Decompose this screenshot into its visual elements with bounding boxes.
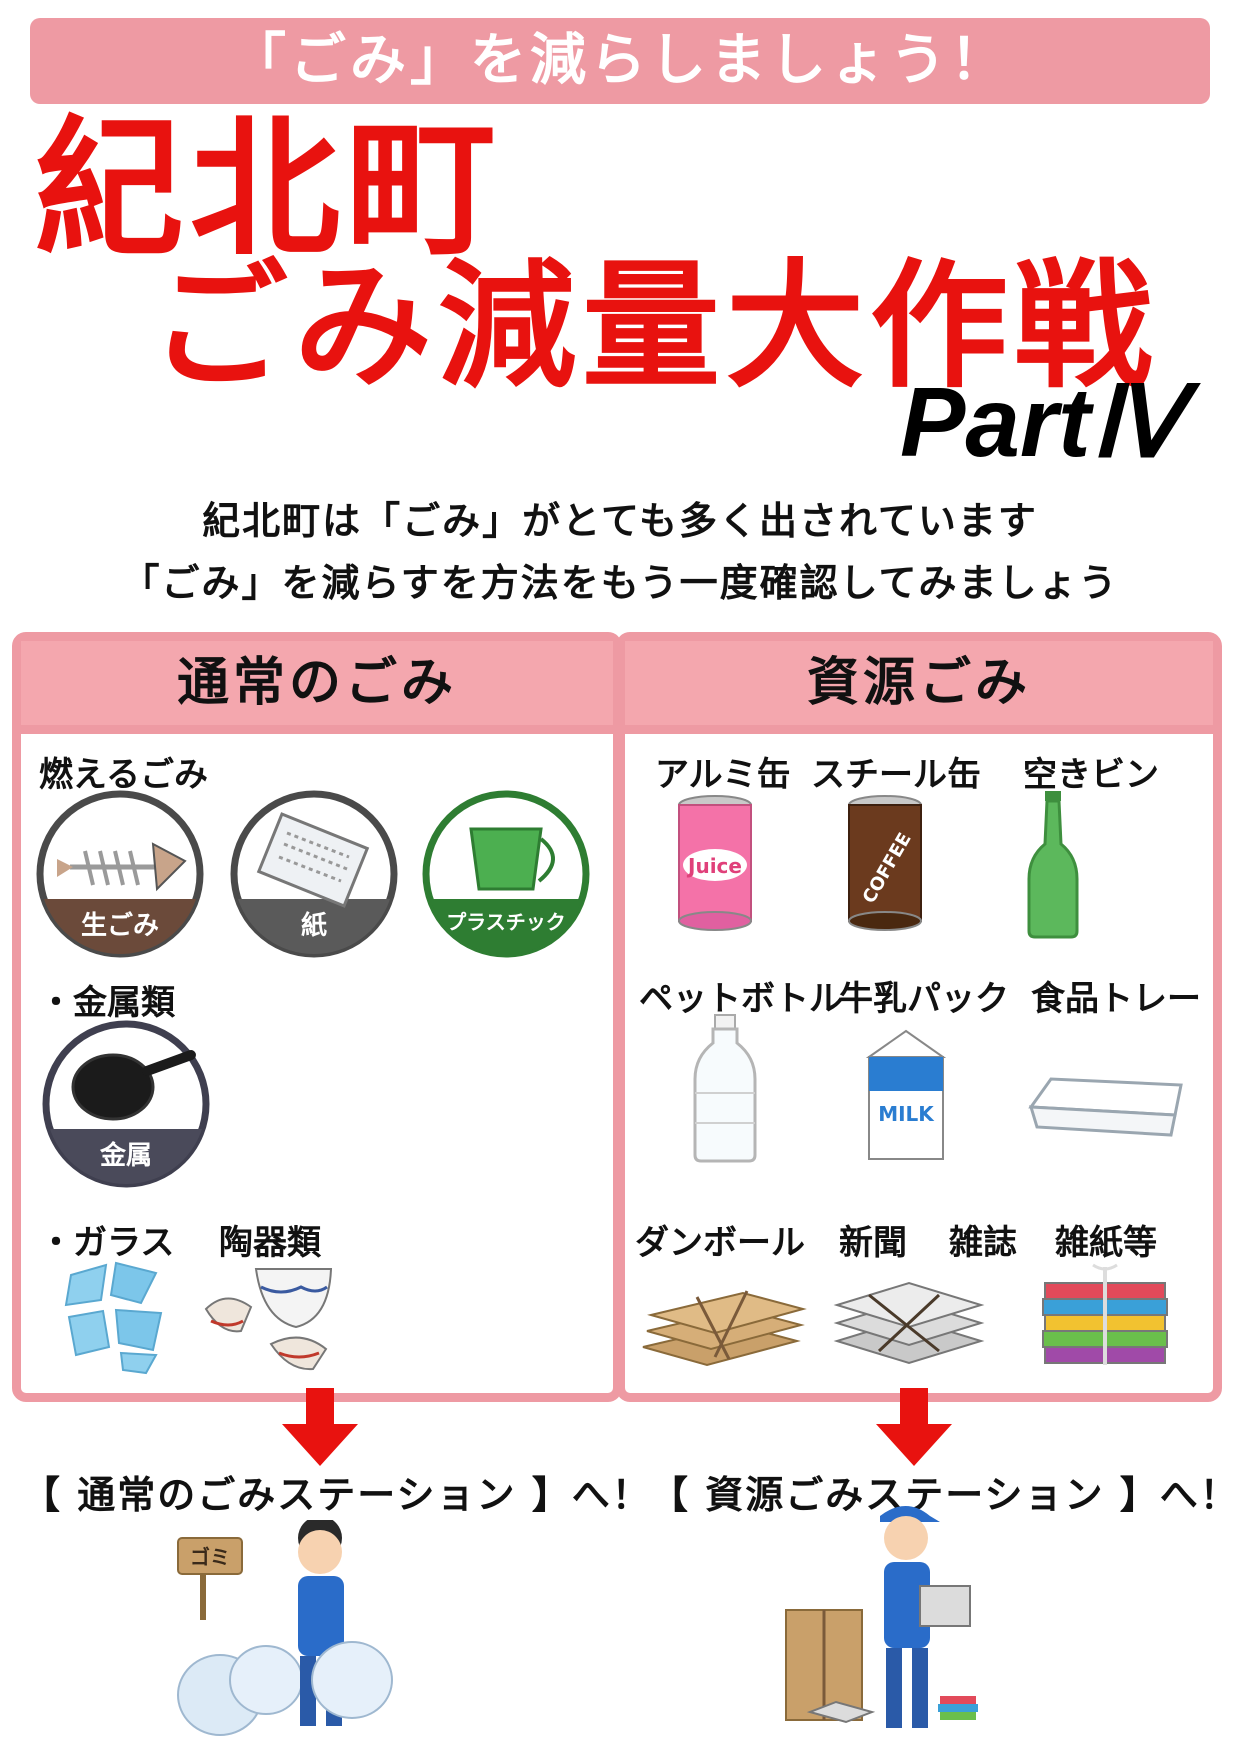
mixed-paper-label: 雑紙等	[1055, 1223, 1157, 1263]
juice-text: Juice	[686, 854, 742, 878]
ceramic-label: 陶器類	[219, 1223, 321, 1263]
cardboard-bundle-icon	[642, 1290, 807, 1367]
pet-bottle-icon	[693, 1014, 757, 1163]
newspaper-bundle-icon	[833, 1281, 985, 1365]
title-part: PartⅣ	[900, 367, 1182, 477]
paper-caption: 紙	[301, 910, 327, 941]
metal-icon: 金属	[42, 1020, 210, 1188]
recyclables-title: 資源ごみ	[625, 641, 1213, 734]
magazine-label: 雑誌	[949, 1223, 1017, 1263]
metal-caption: 金属	[99, 1140, 152, 1171]
recyclables-panel: 資源ごみ アルミ缶 スチール缶 空きビン Juice COFFEE ペットボトル…	[616, 632, 1222, 1402]
aluminum-can-label: アルミ缶	[655, 755, 791, 795]
person-with-garbage-illustration: ゴミ	[177, 1520, 393, 1736]
regular-garbage-panel: 通常のごみ 燃えるごみ 生ごみ 紙 プラスチック ・金属類 金属 ・ガラス 陶器…	[12, 632, 622, 1402]
cardboard-label: ダンボール	[635, 1223, 805, 1263]
food-tray-label: 食品トレー	[1031, 979, 1201, 1019]
burnable-label: 燃えるごみ	[39, 755, 208, 795]
garbage-sign-text: ゴミ	[190, 1545, 230, 1569]
glass-label: ・ガラス	[39, 1223, 175, 1263]
paper-icon: 紙	[230, 790, 398, 958]
intro-line-1: 紀北町は「ごみ」がとても多く出されています	[202, 499, 1038, 543]
regular-station-text: 【 通常のごみステーション 】へ！	[22, 1473, 652, 1517]
food-tray-icon	[1028, 1077, 1183, 1137]
title-campaign: ごみ減量大作戦	[150, 246, 1159, 407]
metal-label: ・金属類	[39, 983, 175, 1023]
milk-text: MILK	[878, 1102, 935, 1126]
intro-line-2: 「ごみ」を減らすを方法をもう一度確認してみましょう	[121, 561, 1119, 605]
broken-glass-icon	[64, 1261, 163, 1375]
pet-bottle-label: ペットボトル	[639, 979, 843, 1019]
milk-carton-icon: MILK	[865, 1029, 947, 1160]
regular-garbage-title: 通常のごみ	[21, 641, 613, 734]
plastic-caption: プラスチック	[446, 910, 566, 934]
steel-can-label: スチール缶	[811, 755, 981, 795]
title-town: 紀北町	[34, 103, 503, 277]
glass-bottle-icon	[1027, 791, 1079, 939]
magazine-stack-icon	[1042, 1263, 1168, 1365]
regular-station-arrow	[282, 1388, 358, 1466]
food-waste-icon: 生ごみ	[36, 790, 204, 958]
aluminum-can-icon: Juice	[678, 795, 752, 931]
recycle-station-text: 【 資源ごみステーション 】へ！	[650, 1473, 1240, 1517]
newspaper-label: 新聞	[839, 1223, 907, 1263]
steel-can-icon: COFFEE	[848, 795, 922, 931]
milk-carton-label: 牛乳パック	[839, 979, 1009, 1019]
recycle-station-arrow	[876, 1388, 952, 1466]
header-banner: 「ごみ」を減らしましょう！	[30, 18, 1210, 104]
food-waste-caption: 生ごみ	[81, 910, 159, 941]
broken-ceramics-icon	[204, 1268, 333, 1371]
person-with-recyclables-illustration	[785, 1506, 978, 1728]
glass-bottle-label: 空きビン	[1023, 755, 1159, 795]
plastic-icon: プラスチック	[422, 790, 590, 958]
